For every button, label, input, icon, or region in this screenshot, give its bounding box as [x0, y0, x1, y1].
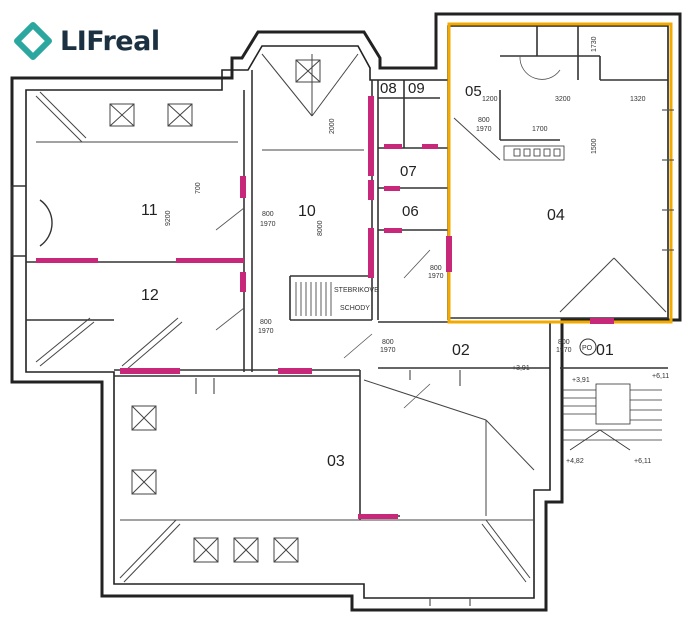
po-tag-circle [579, 338, 597, 356]
dim-door-05-h: 1970 [476, 126, 492, 133]
stairs-label-line2: SCHODY [340, 305, 370, 312]
dim-11-span: 9200 [165, 210, 172, 226]
staircase-main [295, 282, 332, 316]
level-01-top: +6,11 [652, 373, 669, 380]
radiator [503, 145, 565, 161]
interior-walls [26, 26, 668, 520]
room-label-03: 03 [327, 453, 345, 470]
room-label-04: 04 [547, 207, 565, 224]
dim-door-01-w: 800 [558, 339, 570, 346]
dim-04-side: 1500 [591, 138, 598, 154]
roof-lines [35, 53, 667, 583]
level-01-left: +4,82 [566, 458, 584, 465]
dim-05-inner: 1700 [532, 126, 548, 133]
outer-walls [10, 12, 682, 612]
room-label-09: 09 [408, 80, 425, 97]
window-marks [195, 109, 674, 606]
dim-05-width: 3200 [555, 96, 571, 103]
level-02: +3,91 [512, 365, 530, 372]
room-label-12: 12 [141, 287, 159, 304]
dim-top-right: 1730 [591, 36, 598, 52]
stairs-label-line1: STEBRIKOVE [334, 287, 379, 294]
room-label-06: 06 [402, 203, 419, 220]
room-label-01: 01 [596, 342, 614, 359]
dim-10-height: 2000 [329, 118, 336, 134]
lifreal-logo-icon [14, 22, 52, 60]
highlight-room-04-05 [447, 22, 673, 324]
door-openings [36, 96, 614, 519]
room-label-07: 07 [400, 163, 417, 180]
dim-door-02-w: 800 [382, 339, 394, 346]
dimension-labels: 800 1970 800 1970 800 1970 800 1970 800 … [165, 36, 669, 465]
room-label-08: 08 [380, 80, 397, 97]
brand-logo: LIFreal [14, 22, 160, 60]
room-label-11: 11 [141, 202, 158, 219]
staircase-01 [562, 383, 662, 451]
room-labels: 01 02 03 04 05 06 07 08 09 10 11 12 [141, 80, 614, 470]
dim-05-left: 1200 [482, 96, 498, 103]
po-tag-label: PO [582, 345, 593, 352]
room-label-05: 05 [465, 83, 482, 100]
door-arcs [215, 55, 561, 409]
bay-window [11, 185, 53, 257]
dim-door-04-w: 800 [430, 265, 442, 272]
brand-name: LIFreal [60, 25, 160, 57]
room-label-02: 02 [452, 342, 470, 359]
dim-10-span: 8000 [317, 220, 324, 236]
dim-door-12-h: 1970 [258, 328, 274, 335]
skylights [109, 59, 321, 563]
dim-door-10-h: 1970 [260, 221, 276, 228]
level-01-mid: +3,91 [572, 377, 590, 384]
dim-door-04-h: 1970 [428, 273, 444, 280]
dim-door-12-w: 800 [260, 319, 272, 326]
dim-05-right: 1320 [630, 96, 646, 103]
level-01-right: +6,11 [634, 458, 651, 465]
dim-door-02-h: 1970 [380, 347, 396, 354]
dim-door-10-w: 800 [262, 211, 274, 218]
dim-door-01-h: 1970 [556, 347, 572, 354]
room-label-10: 10 [298, 203, 316, 220]
dim-door-05-w: 800 [478, 117, 490, 124]
dim-11-small: 700 [195, 182, 202, 194]
